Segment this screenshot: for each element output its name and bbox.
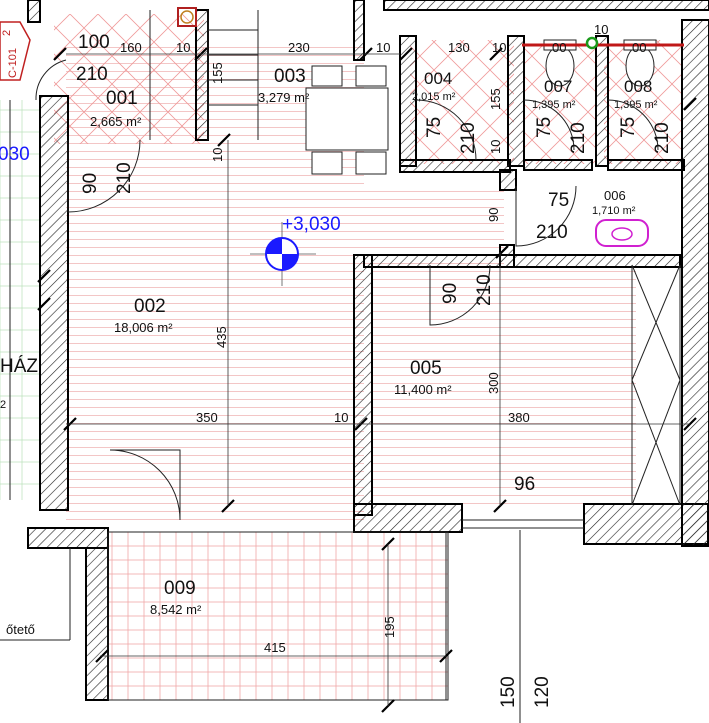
dim-90-a: 90 xyxy=(80,173,101,194)
dim-75-006: 75 xyxy=(548,190,569,211)
outline-lines xyxy=(0,10,681,723)
room-003-number: 003 xyxy=(274,66,306,87)
room-009-number: 009 xyxy=(164,578,196,599)
dim-210-006: 210 xyxy=(536,222,568,243)
sink-icon xyxy=(595,219,649,247)
level-marker-icon xyxy=(250,222,316,286)
dim-10-c: 10 xyxy=(492,40,506,55)
dim-210-007: 210 xyxy=(568,122,589,154)
dim-100: 100 xyxy=(78,32,110,53)
dim-155-a: 155 xyxy=(210,62,225,84)
sink-bowl-icon xyxy=(611,227,633,241)
adjacent-room-label: HÁZ xyxy=(0,356,38,377)
dim-195: 195 xyxy=(382,616,397,638)
dim-10-d: 10 xyxy=(210,148,225,162)
room-007-number: 007 xyxy=(544,77,572,96)
dim-00-b: 00 xyxy=(632,40,646,55)
dim-130: 130 xyxy=(448,40,470,55)
room-002-number: 002 xyxy=(134,296,166,317)
floor-grid-009 xyxy=(108,532,448,700)
dim-75-007: 75 xyxy=(534,117,555,138)
floor-tiles-004 xyxy=(410,40,514,164)
level-marker-cut: 030 xyxy=(0,144,30,165)
room-008-area: 1,395 m² xyxy=(614,99,658,111)
dim-10-b: 10 xyxy=(376,40,390,55)
room-001-number: 001 xyxy=(106,88,138,109)
room-006-area: 1,710 m² xyxy=(592,205,636,217)
section-tag-superscript: 2 xyxy=(1,30,13,36)
room-005-area: 11,400 m² xyxy=(394,382,452,397)
dim-96: 96 xyxy=(514,474,535,495)
room-004-area: 2,015 m² xyxy=(412,91,456,103)
floor-hatch-bedroom xyxy=(372,265,636,505)
dim-210-004: 210 xyxy=(458,122,479,154)
dim-210-door-001: 210 xyxy=(76,64,108,85)
level-marker-text: +3,030 xyxy=(282,214,341,235)
dim-75-004: 75 xyxy=(424,117,445,138)
room-002-area: 18,006 m² xyxy=(114,320,173,335)
room-001-area: 2,665 m² xyxy=(90,114,142,129)
room-009-area: 8,542 m² xyxy=(150,602,202,617)
floor-hatch-hall xyxy=(364,185,504,265)
adjacent-area-superscript: 2 xyxy=(0,399,6,411)
room-007-area: 1,395 m² xyxy=(532,99,576,111)
section-tag: C-101 xyxy=(7,48,19,78)
dim-90-b: 90 xyxy=(486,208,501,222)
door-swings xyxy=(35,59,659,521)
dim-150: 150 xyxy=(498,676,519,708)
room-003-area: 3,279 m² xyxy=(258,90,310,105)
floor-tiles-001 xyxy=(54,14,204,144)
dim-00-a: 00 xyxy=(552,40,566,55)
room-006-number: 006 xyxy=(604,188,626,203)
dim-210-008: 210 xyxy=(652,122,673,154)
dim-10-e: 10 xyxy=(488,140,503,154)
dim-10-f: 10 xyxy=(334,410,348,425)
riser-marker-icon xyxy=(585,36,599,50)
room-005-number: 005 xyxy=(410,358,442,379)
dim-300: 300 xyxy=(486,372,501,394)
dim-160: 160 xyxy=(120,40,142,55)
chimney-marker-icon xyxy=(177,7,197,27)
dim-90-c: 90 xyxy=(440,283,461,304)
dim-380: 380 xyxy=(508,410,530,425)
dim-75-008: 75 xyxy=(618,117,639,138)
dim-435: 435 xyxy=(214,326,229,348)
dim-350: 350 xyxy=(196,410,218,425)
walls xyxy=(27,0,709,701)
chimney-core-icon xyxy=(180,10,194,24)
dim-10-top: 10 xyxy=(594,22,608,37)
dim-415: 415 xyxy=(264,640,286,655)
dim-210-b: 210 xyxy=(114,162,135,194)
dim-120: 120 xyxy=(532,676,553,708)
dining-table xyxy=(305,65,389,175)
section-tag-marker xyxy=(0,21,31,81)
dim-10-a: 10 xyxy=(176,40,190,55)
dim-210-g: 210 xyxy=(474,274,495,306)
dim-230: 230 xyxy=(288,40,310,55)
dim-lines xyxy=(66,53,690,706)
room-008-number: 008 xyxy=(624,77,652,96)
dim-155-b: 155 xyxy=(488,88,503,110)
roof-label: őtető xyxy=(6,622,35,637)
exterior-green-zone xyxy=(0,100,40,500)
room-004-number: 004 xyxy=(424,69,452,88)
